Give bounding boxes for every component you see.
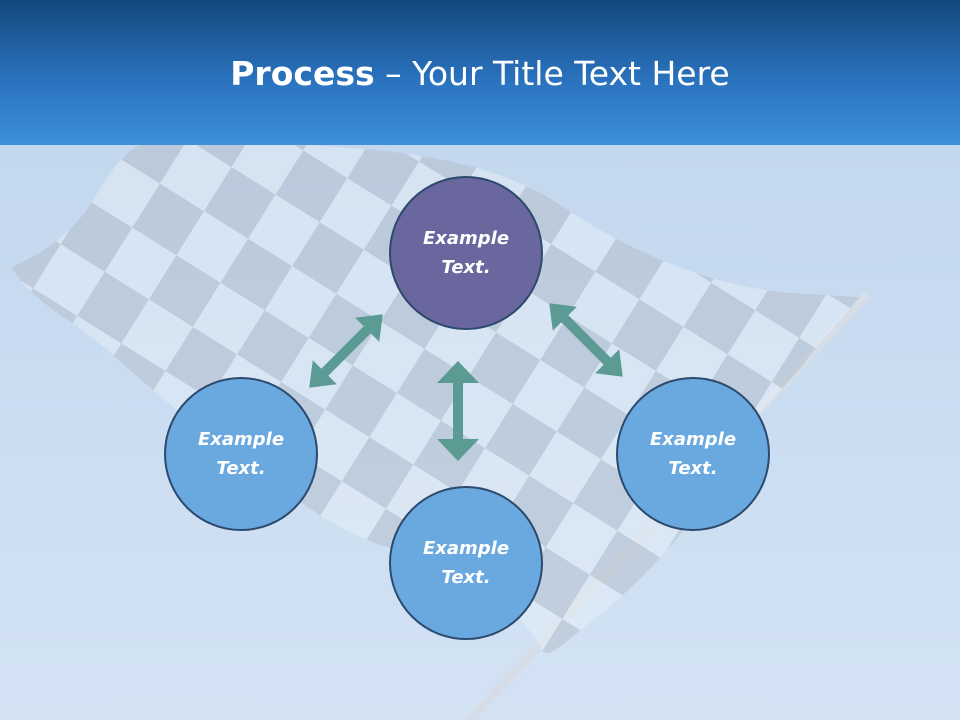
node-right: Example Text. [616,377,770,531]
node-left-label: Example Text. [197,429,285,479]
node-left: Example Text. [164,377,318,531]
arrow-top-bottom [437,361,479,461]
title-bar: Process – Your Title Text Here [0,0,960,145]
arrow-top-left [309,314,383,388]
node-bottom: Example Text. [389,486,543,640]
node-bottom-label: Example Text. [422,538,510,588]
title-rest-part: – Your Title Text Here [374,54,730,93]
node-top: Example Text. [389,176,543,330]
title-bold-part: Process [230,54,375,93]
node-right-label: Example Text. [649,429,737,479]
arrow-top-right [549,303,623,377]
node-top-label: Example Text. [422,228,510,278]
slide-title: Process – Your Title Text Here [0,52,960,96]
